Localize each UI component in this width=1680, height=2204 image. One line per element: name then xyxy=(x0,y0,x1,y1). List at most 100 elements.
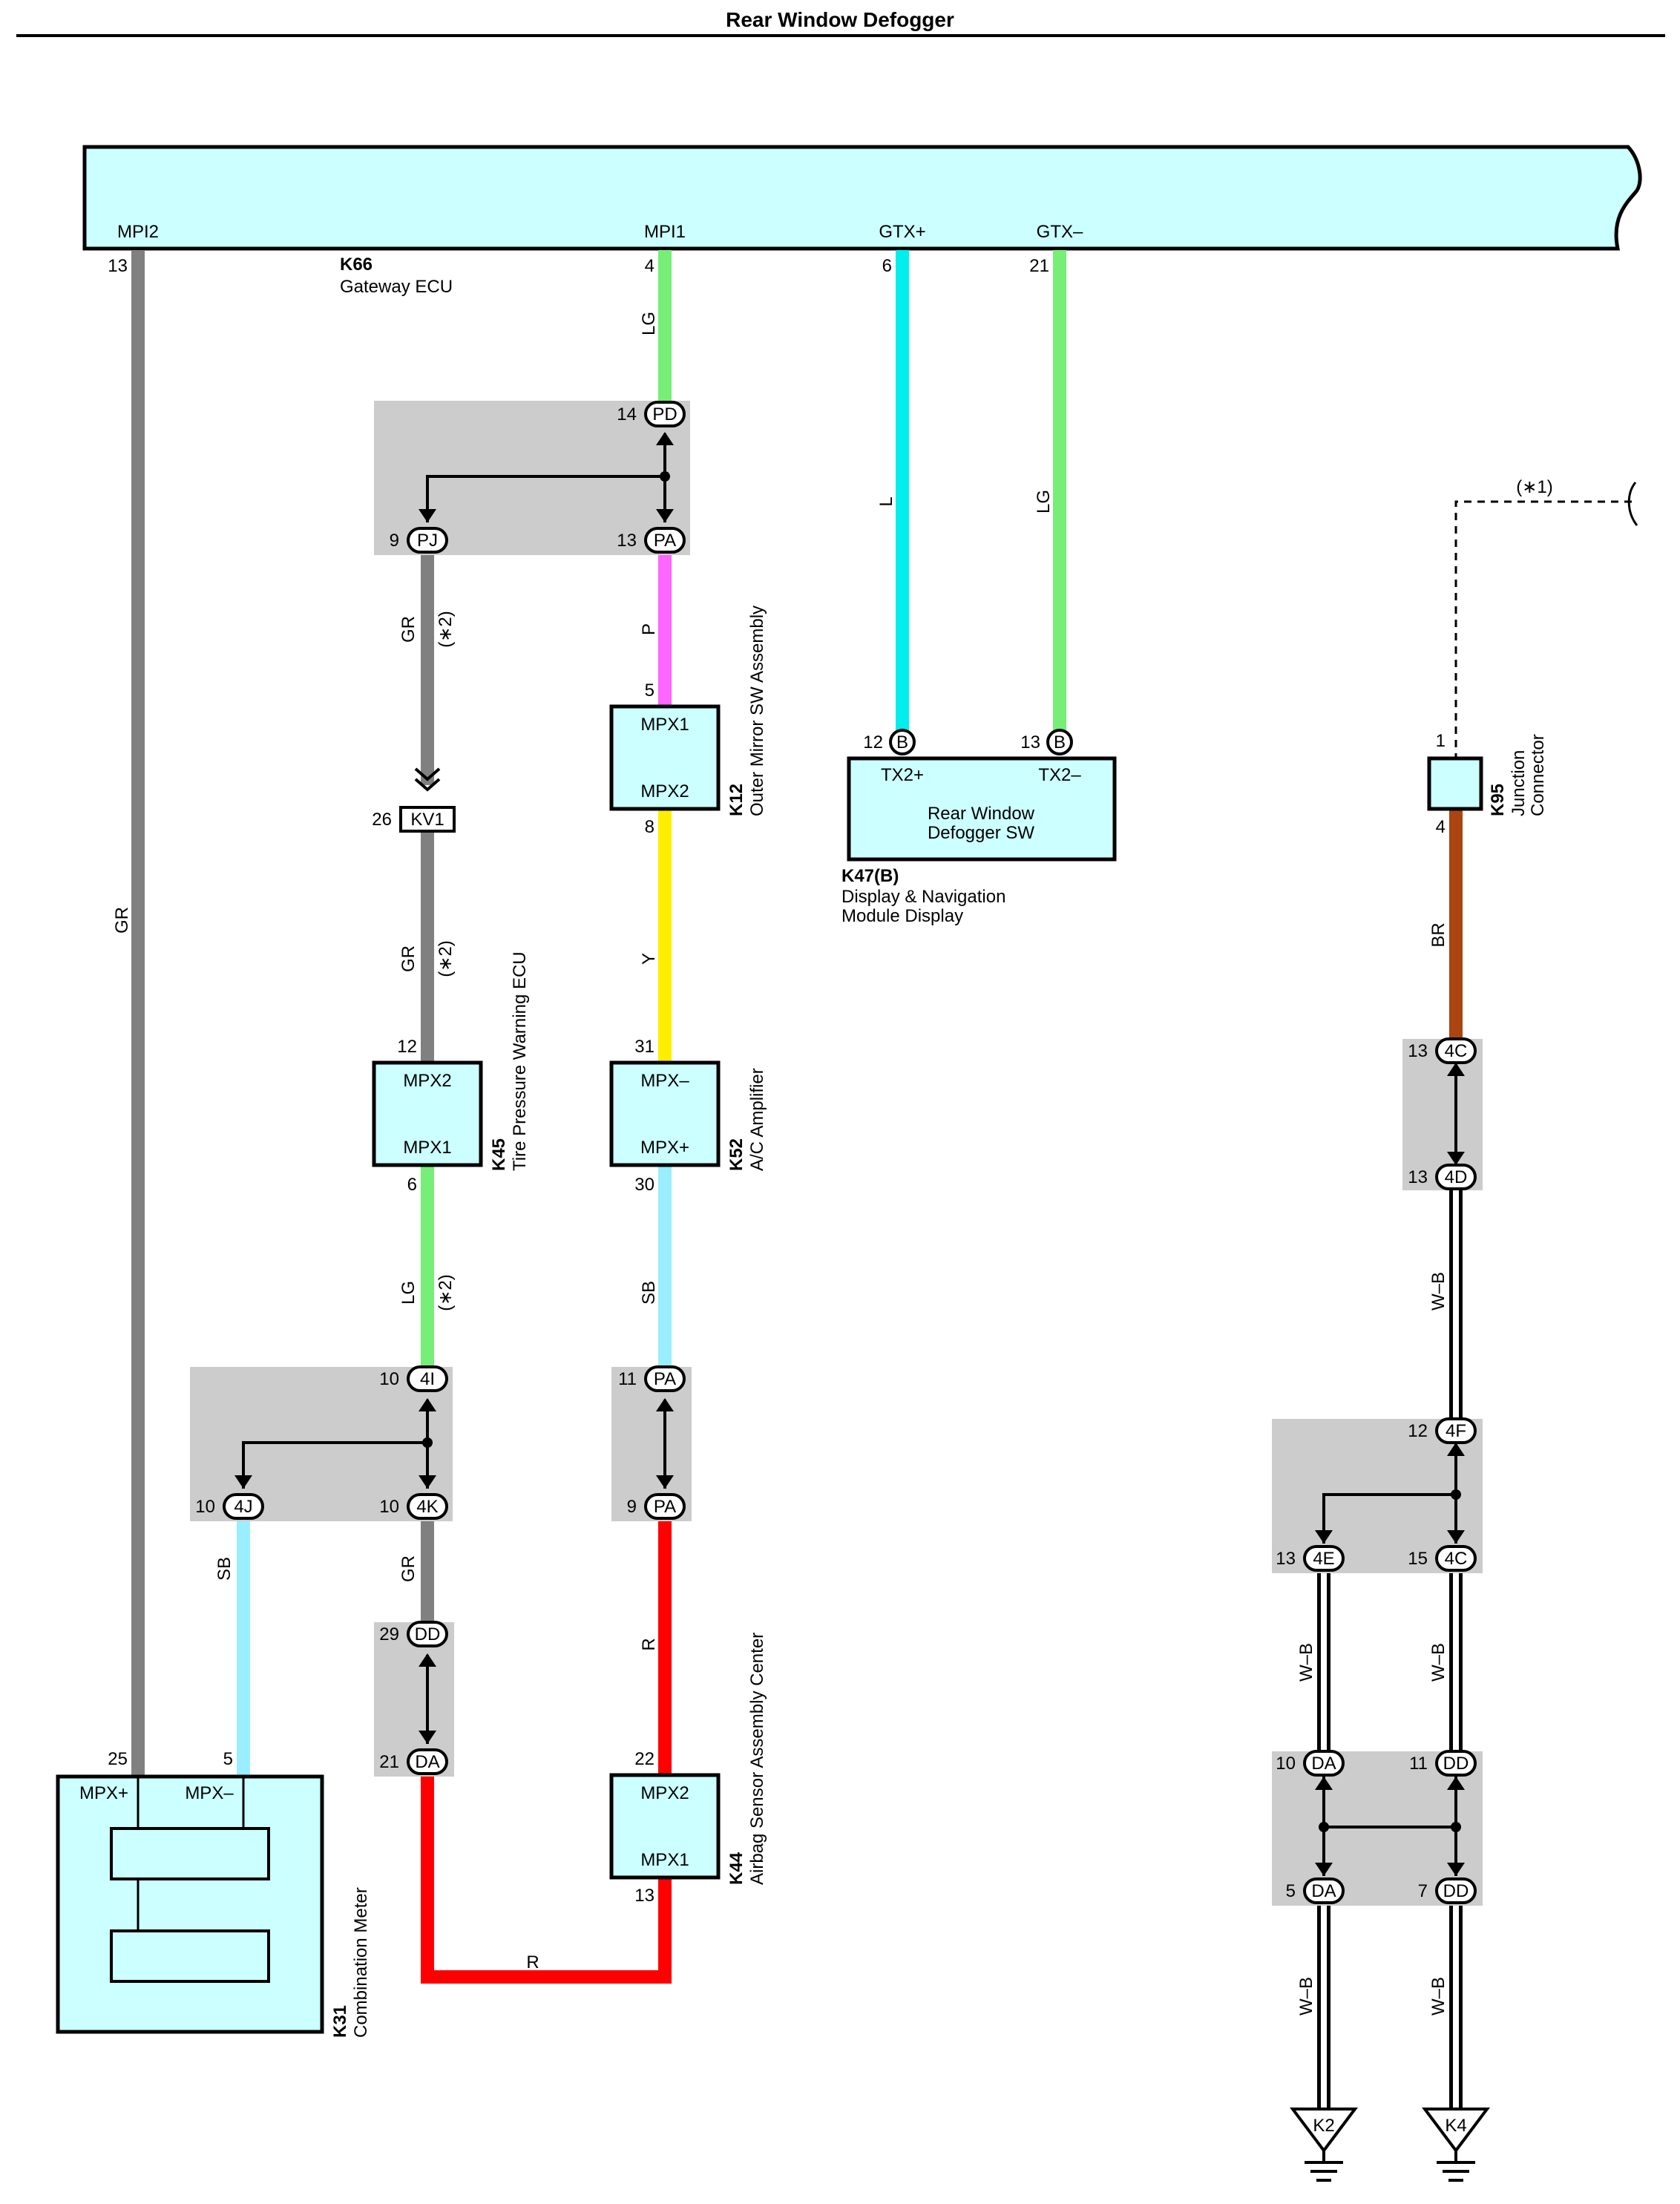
link-4f-4e xyxy=(1322,1493,1456,1544)
wire-optional-end xyxy=(1627,482,1638,526)
pill-4c-b-pin: 15 xyxy=(1408,1549,1428,1569)
pill-4f xyxy=(1435,1417,1477,1444)
label-gr-main: GR xyxy=(112,907,132,934)
k52-name: A/C Amplifier xyxy=(747,1068,767,1171)
link-pd-pj xyxy=(426,475,665,522)
pill-pa1-pin: 13 xyxy=(617,531,637,551)
pill-da1 xyxy=(407,1748,448,1775)
k47-conn2 xyxy=(1046,729,1073,755)
label-gr-4k: GR xyxy=(398,1555,419,1582)
k31-term1: MPX+ xyxy=(79,1783,128,1803)
k31-inner-block2 xyxy=(110,1929,270,1983)
k44-id: K44 xyxy=(726,1852,747,1885)
k45-pin2: 6 xyxy=(407,1175,417,1195)
pill-4c-b-code: 4C xyxy=(1445,1549,1468,1569)
k45-pin1: 12 xyxy=(397,1037,417,1057)
pill-4d-code: 4D xyxy=(1445,1167,1468,1187)
label-lg-k45: LG xyxy=(398,1281,419,1305)
pill-pd xyxy=(644,401,686,427)
gateway-pin-gtxp: 6 xyxy=(882,256,892,276)
gateway-pin-gtxm: 21 xyxy=(1029,256,1049,276)
gateway-term-mpi2: MPI2 xyxy=(117,222,159,242)
pill-da3-pin: 5 xyxy=(1286,1881,1296,1901)
k95-name1: Junction xyxy=(1509,750,1529,816)
k52-pin1: 31 xyxy=(634,1037,654,1057)
pill-pa1 xyxy=(644,527,686,554)
k52-term1: MPX– xyxy=(640,1071,689,1091)
arrow-pj-down xyxy=(419,509,436,522)
k31-inner-block1 xyxy=(110,1827,270,1880)
label-lg-gtx: LG xyxy=(1034,490,1054,514)
splice-4i xyxy=(422,1437,433,1448)
k12-box xyxy=(609,704,721,811)
component-k95: 1 4 K95 Junction Connector xyxy=(1427,731,1548,837)
pill-pa3-pin: 9 xyxy=(627,1497,637,1517)
arrow-4c2-down xyxy=(1447,1530,1465,1544)
pill-4k-code: 4K xyxy=(416,1497,438,1517)
pill-dd3-code: DD xyxy=(1443,1881,1469,1901)
pill-4c-a-code: 4C xyxy=(1445,1041,1468,1061)
k95-box xyxy=(1427,756,1483,811)
pill-4k xyxy=(407,1493,448,1520)
splice-dd xyxy=(1451,1822,1461,1832)
ground-k2: K2 xyxy=(1290,2108,1358,2182)
pill-dd2-code: DD xyxy=(1443,1754,1469,1774)
ground-k4: K4 xyxy=(1422,2108,1490,2182)
component-k31: MPX+ MPX– 25 5 K31 Combination Meter xyxy=(56,1749,371,2038)
k31-name: Combination Meter xyxy=(351,1887,371,2038)
splice-da xyxy=(1319,1822,1329,1832)
label-p: P xyxy=(639,623,659,635)
gateway-term-gtxm: GTX– xyxy=(1037,222,1083,242)
label-sb-4j: SB xyxy=(214,1557,234,1581)
arrow-pa2-up xyxy=(656,1398,674,1411)
label-gr-pj-note: (∗2) xyxy=(436,611,456,647)
pill-pa3-code: PA xyxy=(654,1497,676,1517)
arrow-4i-up xyxy=(419,1398,436,1411)
ground-k4-label: K4 xyxy=(1445,2116,1466,2136)
label-wb-4: W–B xyxy=(1296,1977,1316,2016)
k12-term1: MPX1 xyxy=(640,715,689,735)
k45-term2: MPX1 xyxy=(403,1138,451,1158)
arrow-4c-up xyxy=(1447,1063,1465,1076)
ground-k2-triangle xyxy=(1290,2108,1358,2154)
pill-4e-pin: 13 xyxy=(1276,1549,1296,1569)
arrow-4d-down xyxy=(1447,1152,1465,1165)
pill-pj-code: PJ xyxy=(417,531,438,551)
arrow-4k-down xyxy=(419,1475,436,1489)
pill-pj xyxy=(407,527,448,554)
arrow-da1-down xyxy=(419,1731,436,1744)
wb-wires xyxy=(1317,1190,1463,2108)
pill-pa2-pin: 11 xyxy=(618,1369,637,1389)
pill-pa1-code: PA xyxy=(654,531,676,551)
gateway-pin-mpi2: 13 xyxy=(108,256,128,276)
splice-4f xyxy=(1451,1489,1461,1500)
k47-id: K47(B) xyxy=(841,866,899,886)
kv1-code: KV1 xyxy=(410,810,444,830)
pill-dd2-pin: 11 xyxy=(1409,1754,1428,1774)
pill-pd-pin: 14 xyxy=(617,404,637,424)
arrow-dd2-up xyxy=(1447,1777,1465,1790)
component-k12: MPX1 MPX2 5 8 K12 Outer Mirror SW Assemb… xyxy=(609,606,767,837)
gateway-pin-mpi1: 4 xyxy=(645,256,654,276)
k47-conn1-code: B xyxy=(896,732,908,752)
k12-term2: MPX2 xyxy=(640,781,689,801)
k47-term1: TX2+ xyxy=(881,765,924,785)
pill-4f-code: 4F xyxy=(1446,1421,1466,1441)
pill-dd2 xyxy=(1435,1750,1477,1777)
k47-sw-label2: Defogger SW xyxy=(928,823,1034,843)
pill-da2-code: DA xyxy=(1311,1754,1336,1774)
pill-pj-pin: 9 xyxy=(390,531,399,551)
k47-pin1: 12 xyxy=(863,732,883,752)
pill-dd3-pin: 7 xyxy=(1418,1881,1428,1901)
label-wb-5: W–B xyxy=(1428,1977,1448,2016)
pill-da2 xyxy=(1303,1750,1345,1777)
k31-id: K31 xyxy=(330,2005,350,2038)
k44-term1: MPX2 xyxy=(640,1783,689,1803)
arrow-4e-down xyxy=(1315,1530,1333,1544)
label-wb-1: W–B xyxy=(1428,1272,1448,1311)
k31-box xyxy=(56,1774,324,2034)
label-y: Y xyxy=(639,953,659,965)
connector-kv1: KV1 26 xyxy=(372,767,456,833)
splice-pd xyxy=(660,471,670,482)
